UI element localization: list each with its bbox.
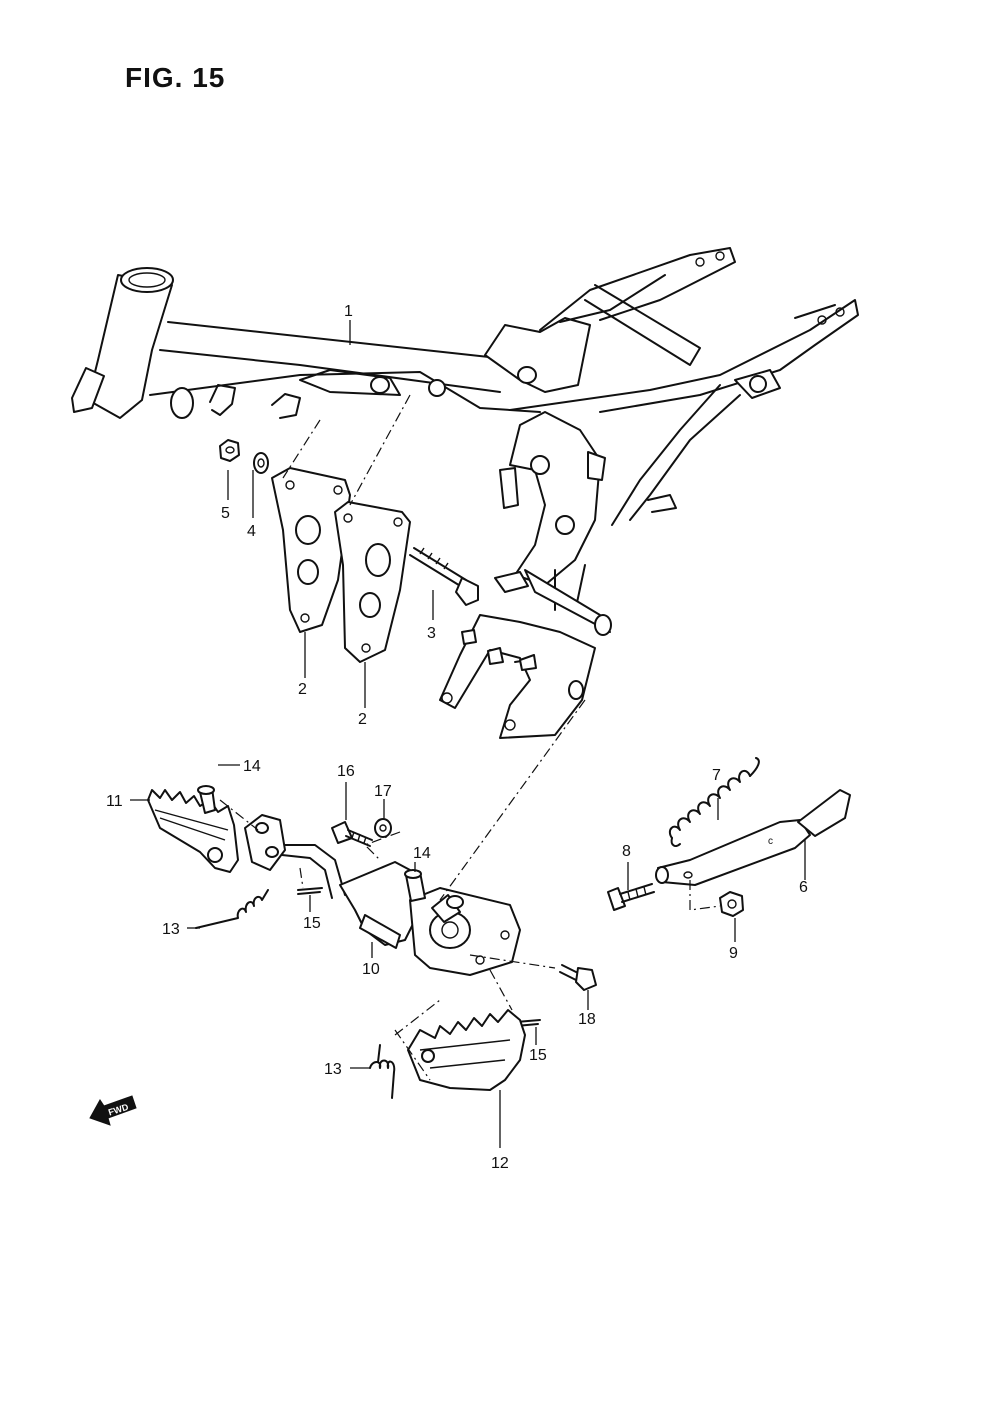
pin-part-14-upper: [197, 785, 216, 814]
svg-text:c: c: [768, 836, 773, 847]
callout-14-lower: 14: [413, 845, 431, 862]
assembly-lines: [219, 394, 721, 1081]
spring-part-13-upper: [195, 889, 269, 929]
washer-part-4: [253, 452, 269, 474]
bolt-part-3: [409, 547, 479, 606]
cotter-pin-part-15-upper: [297, 887, 323, 895]
callout-18: 18: [578, 1011, 596, 1028]
callout-15-lower: 15: [529, 1047, 547, 1064]
callout-4: 4: [247, 523, 256, 540]
callout-17: 17: [374, 783, 392, 800]
callout-13-lower: 13: [324, 1061, 342, 1078]
footpeg-right-part-12: [407, 1009, 526, 1091]
engine-mount-plate-left: [271, 467, 351, 633]
callout-16: 16: [337, 763, 355, 780]
washer-part-17: [374, 818, 392, 838]
callout-labels: 1 2 2 3 4 5 6 7 8 9 10 11 12 13 13 14 14…: [106, 303, 808, 1172]
callout-13-upper: 13: [162, 921, 180, 938]
callout-10: 10: [362, 961, 380, 978]
callout-2-right: 2: [358, 711, 367, 728]
callout-1: 1: [344, 303, 353, 320]
spring-part-13-lower: [369, 1044, 396, 1099]
spring-part-7: [668, 757, 760, 847]
nut-part-5: [219, 439, 240, 462]
callout-6: 6: [799, 879, 808, 896]
pin-part-14-lower: [404, 869, 426, 902]
callout-3: 3: [427, 625, 436, 642]
callout-5: 5: [221, 505, 230, 522]
bolt-part-18: [559, 964, 597, 991]
callout-14-upper: 14: [243, 758, 261, 775]
callout-11: 11: [106, 793, 123, 810]
leader-lines: [130, 320, 806, 1148]
figure-title: FIG. 15: [125, 62, 226, 93]
callout-2-left: 2: [298, 681, 307, 698]
bolt-part-16: [331, 821, 373, 847]
callout-7: 7: [712, 767, 721, 784]
frame-assembly: [71, 247, 859, 739]
engine-mount-plate-right: [334, 501, 411, 663]
callout-8: 8: [622, 843, 631, 860]
callout-15-upper: 15: [303, 915, 321, 932]
footpeg-left-part-11: [147, 789, 239, 873]
bolt-part-8: [607, 883, 655, 911]
nut-part-9: [719, 891, 744, 917]
callout-9: 9: [729, 945, 738, 962]
footpeg-bracket-part-10: [244, 814, 521, 976]
fwd-arrow-icon: FWD: [89, 1095, 137, 1126]
callout-12: 12: [491, 1155, 509, 1172]
side-stand-part-6: c: [655, 789, 851, 886]
